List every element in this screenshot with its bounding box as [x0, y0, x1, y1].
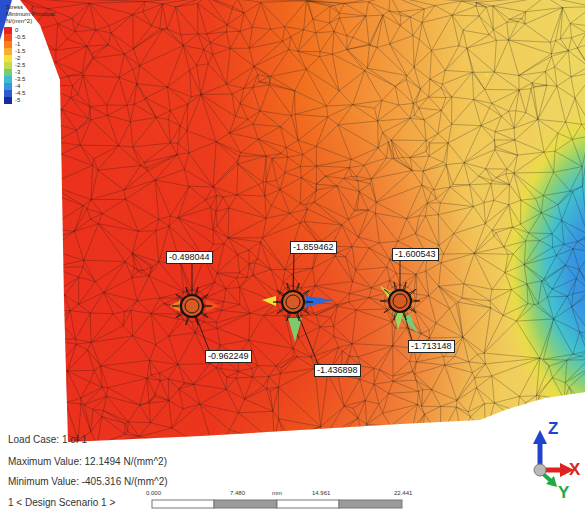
axis-triad	[533, 430, 574, 487]
legend-unit: N/(mm^2)	[6, 18, 32, 25]
legend-swatch	[4, 55, 12, 62]
legend-row: -5	[4, 97, 25, 104]
axis-label: Z	[548, 419, 558, 438]
probe-value: -1.859462	[290, 241, 337, 254]
leader-lines	[192, 254, 412, 364]
legend-row: -3.5	[4, 76, 25, 83]
legend-text: 0	[15, 27, 18, 34]
leader-line	[192, 264, 193, 294]
stress-spots	[170, 286, 418, 342]
scale-tick: 7.480	[230, 490, 245, 497]
mesh-lines	[0, 0, 585, 455]
max-value: Maximum Value: 12.1494 N/(mm^2)	[8, 456, 167, 467]
leader-line	[404, 312, 412, 340]
axis-label: X	[569, 460, 580, 479]
color-legend: 0-0.5-1-1.5-2-2.5-3-3.5-4-4.5-5	[4, 27, 25, 104]
probe-value: -1.436898	[314, 364, 361, 377]
legend-text: -1	[15, 41, 20, 48]
legend-text: -3.5	[15, 76, 25, 83]
min-value: Minimum Value: -405.316 N/(mm^2)	[8, 476, 168, 487]
legend-heading: Stress	[6, 4, 23, 10]
scale-tick: 0.000	[146, 490, 161, 497]
legend-row: -4	[4, 83, 25, 90]
axis-label: Y	[558, 483, 569, 502]
probe-value: -1.713148	[408, 340, 455, 353]
probe-text: -0.498044	[169, 252, 210, 262]
load-case: Load Case: 1 of 1	[8, 434, 87, 445]
legend-swatch	[4, 41, 12, 48]
legend-row: -2	[4, 55, 25, 62]
axis-label: Y	[558, 484, 569, 502]
legend-swatch	[4, 97, 12, 104]
leader-line	[400, 261, 401, 289]
legend-row: -4.5	[4, 90, 25, 97]
legend-swatch	[4, 69, 12, 76]
mesh-lines	[0, 0, 585, 455]
probe-text: -1.859462	[293, 242, 334, 252]
legend-row: -1	[4, 41, 25, 48]
legend-text: -2.5	[15, 62, 25, 69]
probe-text: -0.962249	[208, 351, 249, 361]
legend-swatch	[4, 90, 12, 97]
marker-dot	[485, 73, 488, 76]
leader-line	[297, 313, 318, 364]
legend-row: -0.5	[4, 34, 25, 41]
legend-swatch	[4, 62, 12, 69]
legend-swatch	[4, 34, 12, 41]
legend-heading: Minimum Principal	[6, 11, 55, 18]
legend-unit: N/(mm^2)	[6, 18, 32, 24]
max-value: Maximum Value: 12.1494 N/(mm^2)	[8, 456, 167, 467]
legend-text: -1.5	[15, 48, 25, 55]
axis-label: Z	[548, 420, 558, 438]
probe-text: -1.600543	[395, 249, 436, 259]
legend-heading: Stress	[6, 4, 23, 11]
load-case: Load Case: 1 of 1	[8, 434, 87, 445]
legend-text: -4.5	[15, 90, 25, 97]
legend-heading: Minimum Principal	[6, 11, 55, 17]
legend-row: 0	[4, 27, 25, 34]
legend-swatch	[4, 83, 12, 90]
axis-label: X	[569, 461, 580, 479]
legend-row: -3	[4, 69, 25, 76]
probe-value: -1.600543	[392, 248, 439, 261]
legend-row: -2.5	[4, 62, 25, 69]
bolt-holes	[172, 282, 420, 325]
legend-swatch	[4, 27, 12, 34]
scale-tick: 14.961	[312, 490, 330, 496]
probe-text: -1.436898	[317, 365, 358, 375]
legend-text: -2	[15, 55, 20, 62]
scale-tick: 14.961	[312, 490, 330, 497]
min-value: Minimum Value: -405.316 N/(mm^2)	[8, 476, 168, 487]
leader-line	[293, 254, 295, 290]
legend-row: -1.5	[4, 48, 25, 55]
legend-text: -3	[15, 69, 20, 76]
scale-unit: mm	[272, 490, 282, 497]
probe-value: -0.962249	[205, 350, 252, 363]
legend-swatch	[4, 76, 12, 83]
scale-tick: 7.480	[230, 490, 245, 496]
scale-tick: 22.441	[394, 490, 412, 497]
leader-line	[196, 317, 209, 350]
probe-value: -0.498044	[166, 251, 213, 264]
legend-text: -0.5	[15, 34, 25, 41]
design-scenario: 1 < Design Scenario 1 >	[8, 497, 115, 508]
probe-text: -1.713148	[411, 341, 452, 351]
legend-text: -4	[15, 83, 20, 90]
scale-tick: 22.441	[394, 490, 412, 496]
legend-text: -5	[15, 97, 20, 104]
scale-tick: 0.000	[146, 490, 161, 496]
design-scenario: 1 < Design Scenario 1 >	[8, 497, 115, 508]
scale-unit: mm	[272, 490, 282, 496]
legend-swatch	[4, 48, 12, 55]
scale-bar	[152, 500, 402, 508]
